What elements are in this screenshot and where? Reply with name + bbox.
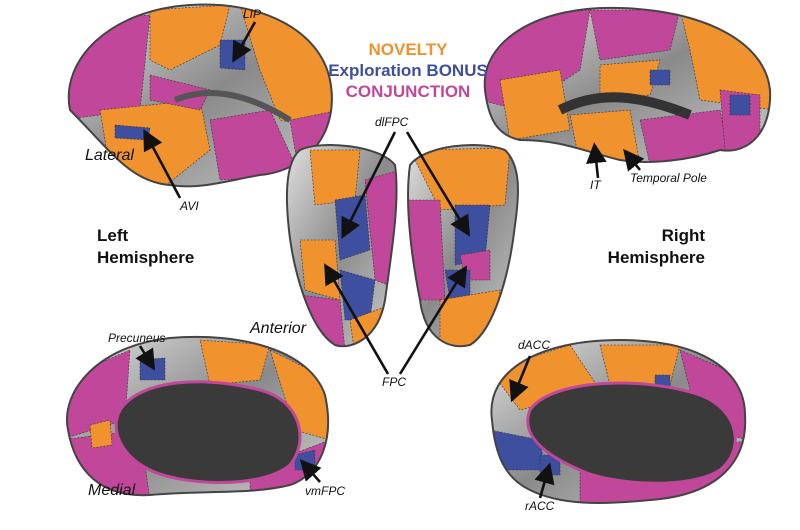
right-medial-brain <box>490 338 747 504</box>
lateral-view-label: Lateral <box>85 147 134 164</box>
dacc-label: dACC <box>518 338 550 352</box>
racc-label: rACC <box>525 499 555 513</box>
lip-label: LIP <box>243 7 261 21</box>
legend-exploration-bonus: Exploration BONUS <box>328 61 488 80</box>
left-hemisphere-line1: Left <box>97 226 129 245</box>
avi-label: AVI <box>179 199 199 213</box>
dacc-arrow <box>509 355 532 403</box>
anterior-view-label: Anterior <box>249 320 307 337</box>
fpc-arrow-left <box>324 263 390 375</box>
left-medial-brain <box>66 335 330 497</box>
fpc-arrow-right <box>398 265 468 375</box>
fpc-label: FPC <box>382 375 406 389</box>
dlfpc-arrow-left <box>341 131 397 239</box>
legend-conjunction: CONJUNCTION <box>346 82 471 101</box>
legend-novelty: NOVELTY <box>368 40 448 59</box>
left-anterior-brain <box>285 144 398 348</box>
medial-view-label: Medial <box>88 482 136 499</box>
it-label: IT <box>590 178 602 192</box>
dlfpc-arrow-right <box>405 131 471 237</box>
precuneus-label: Precuneus <box>108 331 165 345</box>
temporal-pole-arrow <box>623 148 645 172</box>
right-anterior-brain <box>407 144 519 348</box>
vmfpc-arrow <box>299 459 322 483</box>
vmfpc-label: vmFPC <box>305 484 345 498</box>
right-lateral-brain <box>483 6 772 163</box>
racc-arrow <box>534 462 555 499</box>
it-arrow <box>586 142 607 179</box>
dlfpc-label: dlFPC <box>375 115 409 129</box>
temporal-pole-label: Temporal Pole <box>630 171 707 185</box>
avi-arrow <box>143 129 182 199</box>
right-hemisphere-line1: Right <box>662 226 706 245</box>
lip-arrow <box>232 21 257 63</box>
legend: NOVELTY Exploration BONUS CONJUNCTION <box>328 40 488 101</box>
precuneus-arrow <box>135 345 156 371</box>
right-hemisphere-line2: Hemisphere <box>608 248 705 267</box>
left-hemisphere-line2: Hemisphere <box>97 248 194 267</box>
